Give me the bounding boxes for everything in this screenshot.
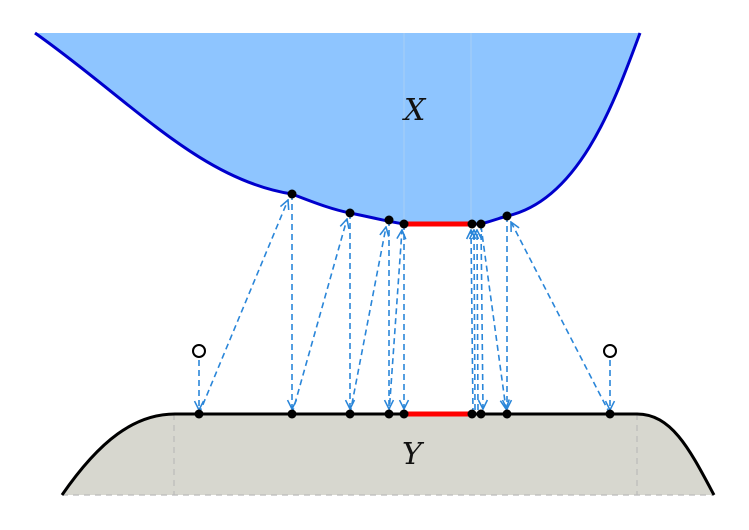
x-point-2 [345,208,355,218]
set-x-region [35,33,640,224]
y-point-5 [399,409,409,419]
x-point-3 [384,215,394,225]
x-point-4 [399,219,409,229]
x-points [287,189,512,229]
arrow-cluster-3 [477,230,478,411]
projection-arrows [198,194,611,415]
arrow-x5-to-y6 [480,225,506,409]
x-point-1 [287,189,297,199]
arrow-y3-to-x3 [349,227,386,415]
arrow-y2-to-x2 [291,219,347,415]
set-x-label: X [402,93,427,128]
arrow-cluster-4 [481,223,483,409]
open-point-left [192,344,206,358]
y-point-3 [345,409,355,419]
open-point-right [603,344,617,358]
arrow-cluster-1 [471,230,473,415]
arrow-y4-to-x4 [388,230,402,415]
set-y-region [62,414,714,495]
y-point-1 [194,409,204,419]
arrow-y1-to-x1 [198,200,288,415]
x-point-6 [476,219,486,229]
set-y-boundary [60,412,716,496]
y-point-6 [467,409,477,419]
x-point-5 [467,219,477,229]
arrow-cluster-2 [474,230,475,411]
y-point-7 [476,409,486,419]
arrow-y7-to-x6 [511,222,611,415]
y-point-2 [287,409,297,419]
x-point-7 [502,211,512,221]
set-x-boundary [34,31,642,226]
y-point-8 [502,409,512,419]
set-y-label: Y [402,437,425,472]
y-point-4 [384,409,394,419]
y-point-9 [605,409,615,419]
y-points [194,409,615,419]
